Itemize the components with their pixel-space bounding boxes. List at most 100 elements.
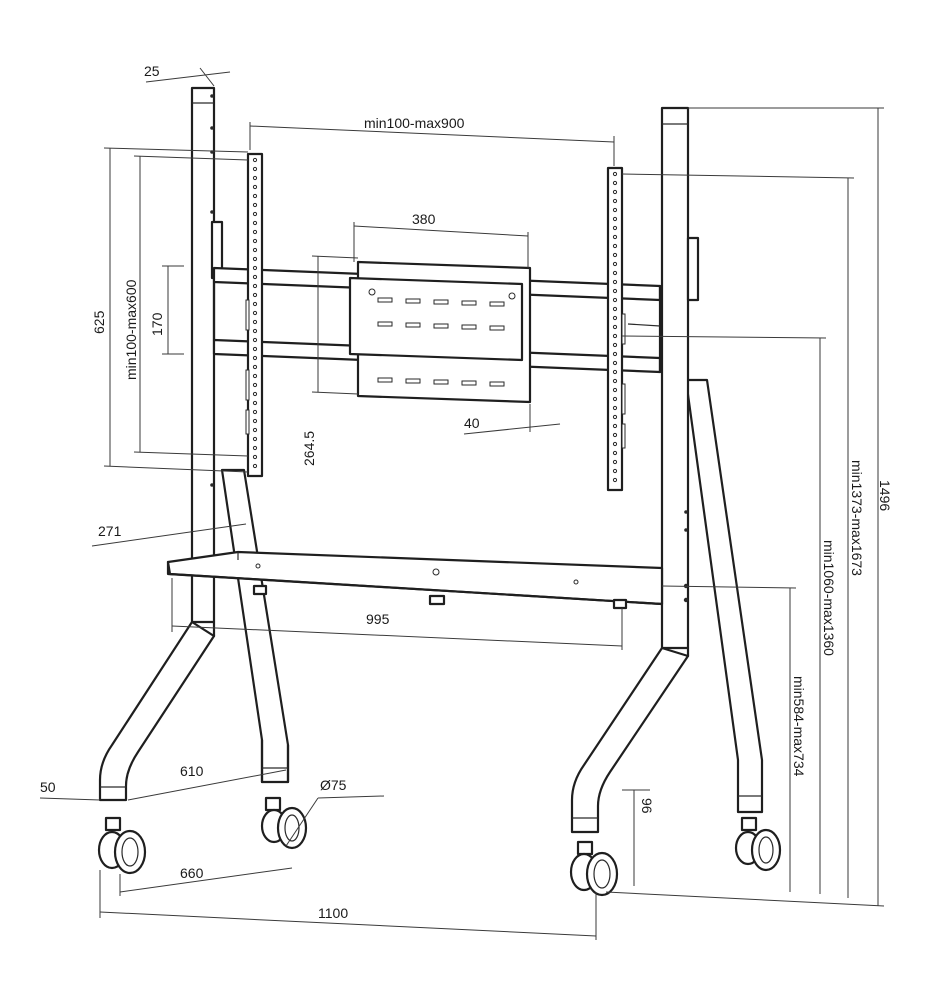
bracket-hole xyxy=(612,333,618,339)
bracket-hole xyxy=(612,279,618,285)
dim-base-depth-lower: 660 xyxy=(180,865,204,881)
bracket-hole xyxy=(612,216,618,222)
shelf-edge xyxy=(166,560,664,606)
left-base-foot xyxy=(98,620,216,802)
bracket-hole xyxy=(612,315,618,321)
dim-caster-diameter: Ø75 xyxy=(320,777,347,793)
bracket-hole xyxy=(252,346,258,352)
tv-stand-structure xyxy=(97,86,782,897)
bracket-hole xyxy=(252,193,258,199)
caster-front-left xyxy=(97,816,147,875)
bracket-hole xyxy=(252,292,258,298)
dim-post-width: 25 xyxy=(144,63,160,79)
bracket-hole xyxy=(252,373,258,379)
dim-caster-height: 96 xyxy=(639,798,655,814)
bracket-hole xyxy=(252,301,258,307)
right-post-holes xyxy=(683,510,689,603)
caster-rear-left xyxy=(260,796,308,850)
bracket-hole xyxy=(252,247,258,253)
bracket-hole xyxy=(252,436,258,442)
bracket-hole xyxy=(612,288,618,294)
bracket-hole xyxy=(252,391,258,397)
bracket-slot xyxy=(245,369,250,401)
left-rear-leg xyxy=(220,468,290,784)
dim-vesa-vertical: min100-max600 xyxy=(123,279,139,380)
bracket-hole xyxy=(612,387,618,393)
bracket-hole xyxy=(612,369,618,375)
dim-shelf-offset: 271 xyxy=(98,523,122,539)
dim-overall-width: 1100 xyxy=(318,905,348,921)
bracket-hole xyxy=(252,337,258,343)
bracket-hole xyxy=(612,324,618,330)
right-base-foot xyxy=(570,646,690,834)
bracket-hole xyxy=(252,400,258,406)
bracket-hole xyxy=(612,468,618,474)
bracket-hole xyxy=(252,202,258,208)
bracket-hole xyxy=(252,463,258,469)
bracket-hole xyxy=(252,382,258,388)
dim-base-depth-upper: 610 xyxy=(180,763,204,779)
bracket-hole xyxy=(612,180,618,186)
bracket-hole xyxy=(252,355,258,361)
bracket-hole xyxy=(252,229,258,235)
dim-plate-height: 264.5 xyxy=(301,431,317,466)
bracket-hole xyxy=(252,418,258,424)
bracket-hole xyxy=(612,378,618,384)
bracket-hole xyxy=(252,265,258,271)
bracket-hole xyxy=(612,477,618,483)
bracket-hole xyxy=(612,297,618,303)
bracket-slot xyxy=(621,313,626,345)
bracket-hole xyxy=(252,409,258,415)
bracket-hole xyxy=(612,450,618,456)
dim-shelf-height: min584-max734 xyxy=(791,676,807,777)
bracket-hole xyxy=(252,445,258,451)
center-plate-front xyxy=(348,276,524,362)
bracket-hole xyxy=(612,189,618,195)
bracket-hole xyxy=(612,207,618,213)
bracket-hole xyxy=(252,256,258,262)
dim-plate-slot-spacing: 170 xyxy=(149,312,165,336)
dim-vesa-horizontal: min100-max900 xyxy=(364,115,465,131)
bracket-hole xyxy=(252,328,258,334)
dim-mount-height-top: min1373-max1673 xyxy=(849,460,865,576)
bracket-hole xyxy=(252,274,258,280)
bracket-hole xyxy=(612,252,618,258)
bracket-hole xyxy=(612,459,618,465)
bracket-hole xyxy=(612,441,618,447)
bracket-hole xyxy=(612,414,618,420)
bracket-hole xyxy=(612,198,618,204)
dim-plate-depth: 40 xyxy=(464,415,480,431)
bracket-hole xyxy=(252,184,258,190)
bracket-hole xyxy=(252,175,258,181)
bracket-hole xyxy=(612,225,618,231)
bracket-hole xyxy=(252,427,258,433)
bracket-hole xyxy=(252,220,258,226)
bracket-hole xyxy=(252,319,258,325)
bracket-hole xyxy=(612,405,618,411)
bracket-hole xyxy=(612,306,618,312)
dimension-lines xyxy=(39,67,885,940)
dimension-labels: 25 min100-max900 380 625 min100-max600 1… xyxy=(40,63,893,921)
right-rear-leg xyxy=(684,378,764,814)
bracket-slot xyxy=(621,423,626,449)
bracket-hole xyxy=(612,342,618,348)
right-front-post xyxy=(660,106,690,650)
bracket-hole xyxy=(612,234,618,240)
bracket-hole xyxy=(612,171,618,177)
bracket-hole xyxy=(252,211,258,217)
dim-bracket-height: 625 xyxy=(91,310,107,334)
bracket-hole xyxy=(612,351,618,357)
bracket-slot xyxy=(621,383,626,415)
dim-base-toe: 50 xyxy=(40,779,56,795)
bracket-hole xyxy=(612,360,618,366)
bracket-hole xyxy=(252,454,258,460)
bracket-hole xyxy=(612,243,618,249)
dim-plate-width: 380 xyxy=(412,211,436,227)
dim-shelf-width: 995 xyxy=(366,611,390,627)
dim-overall-height: 1496 xyxy=(877,480,893,511)
bracket-hole xyxy=(252,238,258,244)
left-front-post xyxy=(190,86,216,624)
bracket-hole xyxy=(612,396,618,402)
caster-rear-right xyxy=(734,816,782,872)
